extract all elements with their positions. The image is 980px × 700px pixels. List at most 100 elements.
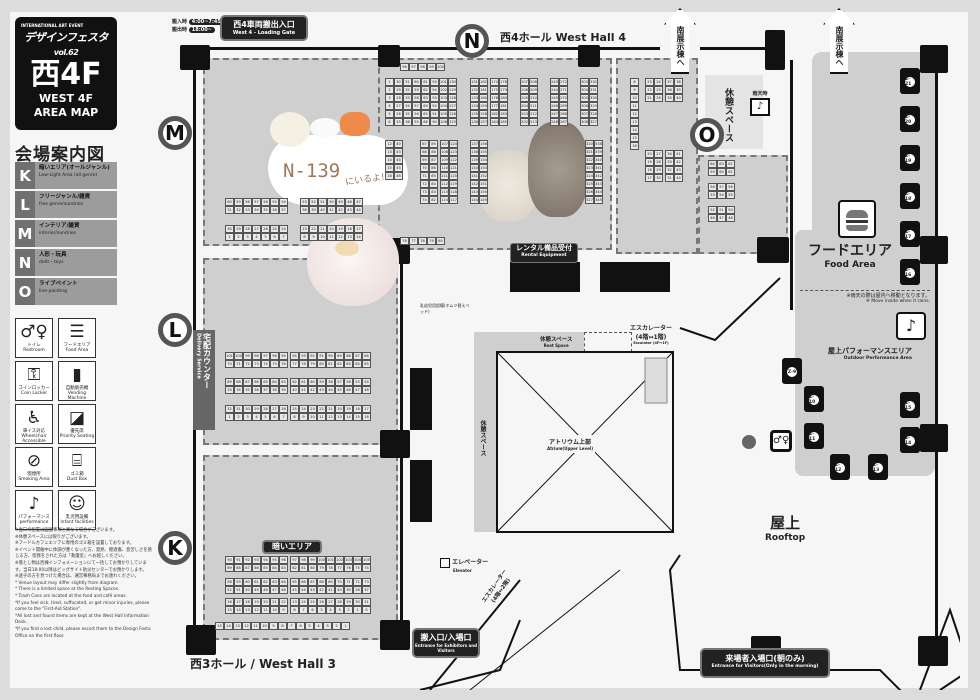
booth[interactable]: 212	[529, 110, 538, 118]
booth[interactable]: 44	[354, 206, 363, 214]
booth[interactable]: 60	[225, 198, 234, 206]
booth[interactable]: 16	[630, 142, 639, 150]
booth[interactable]: 11	[251, 622, 260, 630]
booth[interactable]: 3	[323, 622, 332, 630]
booth[interactable]: 55	[726, 191, 735, 199]
booth[interactable]: 101	[326, 556, 335, 564]
booth[interactable]: 31	[403, 78, 412, 86]
booth[interactable]: 94	[430, 86, 439, 94]
booth[interactable]: 35	[243, 386, 252, 394]
booth[interactable]: 332	[589, 78, 598, 86]
booth[interactable]: 246	[550, 102, 559, 110]
booth[interactable]: 7	[279, 413, 288, 421]
booth[interactable]: 76	[400, 237, 409, 245]
booth[interactable]: 26	[317, 598, 326, 606]
booth[interactable]: 77	[290, 360, 299, 368]
booth[interactable]: 79	[427, 237, 436, 245]
booth[interactable]: 155	[479, 148, 488, 156]
booth[interactable]: 45	[290, 586, 299, 594]
booth[interactable]: 91	[430, 110, 439, 118]
booth[interactable]: 95	[279, 352, 288, 360]
booth[interactable]: 8	[290, 413, 299, 421]
booth[interactable]: 78	[418, 237, 427, 245]
booth[interactable]: 100	[317, 556, 326, 564]
booth[interactable]: 339	[594, 148, 603, 156]
booth[interactable]: 47	[270, 586, 279, 594]
booth[interactable]: 43	[394, 148, 403, 156]
booth[interactable]: 38	[674, 78, 683, 86]
booth[interactable]: 111	[440, 172, 449, 180]
booth[interactable]: 32	[234, 206, 243, 214]
booth[interactable]: 129	[448, 86, 457, 94]
booth[interactable]: 13	[335, 413, 344, 421]
booth[interactable]: 68	[234, 378, 243, 386]
booth[interactable]: 13	[345, 233, 354, 241]
booth[interactable]: 62	[421, 86, 430, 94]
booth[interactable]: 156	[479, 140, 488, 148]
booth[interactable]: 23	[290, 598, 299, 606]
booth[interactable]: 28	[261, 405, 270, 413]
booth[interactable]: 12	[242, 622, 251, 630]
booth[interactable]: 18	[345, 225, 354, 233]
booth[interactable]: 82	[335, 360, 344, 368]
booth[interactable]: 37	[279, 206, 288, 214]
booth[interactable]: 184	[490, 118, 499, 126]
booth[interactable]: 153	[479, 164, 488, 172]
booth[interactable]: 27	[394, 102, 403, 110]
booth[interactable]: 65	[261, 378, 270, 386]
booth[interactable]: 104	[439, 102, 448, 110]
booth[interactable]: 329	[589, 102, 598, 110]
booth[interactable]: 122	[449, 156, 458, 164]
booth[interactable]: 123	[449, 148, 458, 156]
booth[interactable]: 15	[225, 606, 234, 614]
booth[interactable]: 40	[674, 94, 683, 102]
booth[interactable]: 33	[243, 206, 252, 214]
booth[interactable]: 26	[261, 225, 270, 233]
delivery-counter[interactable]: 宅配カウンター Delivery Service	[193, 330, 215, 430]
booth[interactable]: 45	[335, 386, 344, 394]
booth[interactable]: 34	[234, 386, 243, 394]
booth[interactable]: 137	[470, 140, 479, 148]
booth[interactable]: 90	[326, 352, 335, 360]
booth[interactable]: 4	[385, 102, 394, 110]
booth[interactable]: 40	[290, 386, 299, 394]
booth[interactable]: 60	[412, 78, 421, 86]
booth[interactable]: 321	[585, 148, 594, 156]
booth[interactable]: 67	[420, 140, 429, 148]
booth[interactable]: 20	[645, 150, 654, 158]
booth[interactable]: 102	[335, 556, 344, 564]
booth[interactable]: 71	[344, 578, 353, 586]
booth[interactable]: 62	[726, 160, 735, 168]
booth[interactable]: 79	[308, 360, 317, 368]
booth[interactable]: 36	[252, 386, 261, 394]
booth[interactable]: 13	[233, 622, 242, 630]
booth[interactable]: 16	[385, 172, 394, 180]
booth[interactable]: 203	[520, 110, 529, 118]
booth[interactable]: 14	[344, 413, 353, 421]
booth[interactable]: 86	[429, 164, 438, 172]
booth[interactable]: 136	[470, 118, 479, 126]
booth[interactable]: 83	[429, 188, 438, 196]
booth[interactable]: 63	[270, 578, 279, 586]
booth[interactable]: 17	[645, 174, 654, 182]
booth[interactable]: 59	[234, 198, 243, 206]
booth[interactable]: 308	[580, 118, 589, 126]
booth[interactable]: 44	[394, 156, 403, 164]
booth[interactable]: 3	[243, 413, 252, 421]
booth[interactable]: 18	[353, 405, 362, 413]
booth[interactable]: 48	[345, 198, 354, 206]
booth[interactable]: 68	[420, 148, 429, 156]
booth[interactable]: 100	[234, 352, 243, 360]
booth[interactable]: 92	[308, 352, 317, 360]
booth[interactable]: 36	[665, 86, 674, 94]
booth[interactable]: 31	[234, 405, 243, 413]
booth[interactable]: 17	[234, 598, 243, 606]
booth[interactable]: 28	[394, 94, 403, 102]
booth[interactable]: 185	[499, 118, 508, 126]
booth[interactable]: 82	[290, 564, 299, 572]
booth[interactable]: 2	[385, 86, 394, 94]
booth[interactable]: 324	[585, 172, 594, 180]
booth[interactable]: 97	[290, 556, 299, 564]
booth[interactable]: 54	[717, 191, 726, 199]
booth[interactable]: 322	[585, 156, 594, 164]
